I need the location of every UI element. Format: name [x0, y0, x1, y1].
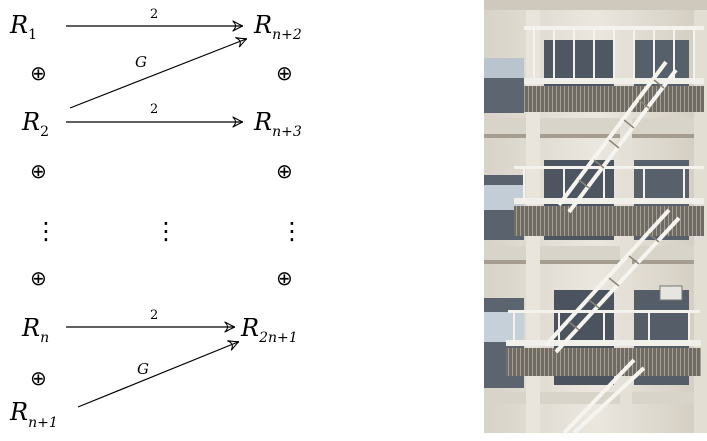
commutative-diagram: R1 ⊕ R2 ⊕ ⋮ ⊕ Rn ⊕ Rn+1 ⋮ Rn+2 ⊕ Rn+3 ⊕ …	[9, 7, 304, 431]
node-rn3: Rn+3	[253, 108, 302, 140]
arrow-r2-to-rn2	[69, 39, 246, 109]
direct-sum-symbol: ⊕	[276, 266, 293, 290]
arrow-rn1-to-r2n1	[77, 342, 238, 408]
direct-sum-symbol: ⊕	[30, 159, 47, 183]
vertical-dots: ⋮	[280, 217, 304, 245]
direct-sum-symbol: ⊕	[30, 61, 47, 85]
direct-sum-symbol: ⊕	[30, 366, 47, 390]
node-r2: R2	[21, 108, 49, 140]
vertical-dots: ⋮	[154, 217, 178, 245]
arrow-label: G	[137, 360, 149, 378]
arrow-label: 2	[150, 308, 158, 323]
node-r2n1: R2n+1	[240, 314, 298, 346]
fire-escape-illustration	[484, 0, 707, 433]
direct-sum-symbol: ⊕	[30, 266, 47, 290]
node-rn2: Rn+2	[253, 11, 302, 43]
arrow-label: 2	[150, 102, 158, 117]
direct-sum-symbol: ⊕	[276, 61, 293, 85]
fire-escape-photo	[484, 0, 707, 433]
arrow-label: 2	[150, 7, 158, 22]
vertical-dots: ⋮	[34, 217, 58, 245]
direct-sum-symbol: ⊕	[276, 159, 293, 183]
node-rn: Rn	[21, 314, 49, 346]
node-rn1: Rn+1	[9, 398, 58, 431]
arrow-label: G	[135, 53, 147, 71]
node-r1: R1	[9, 11, 37, 43]
